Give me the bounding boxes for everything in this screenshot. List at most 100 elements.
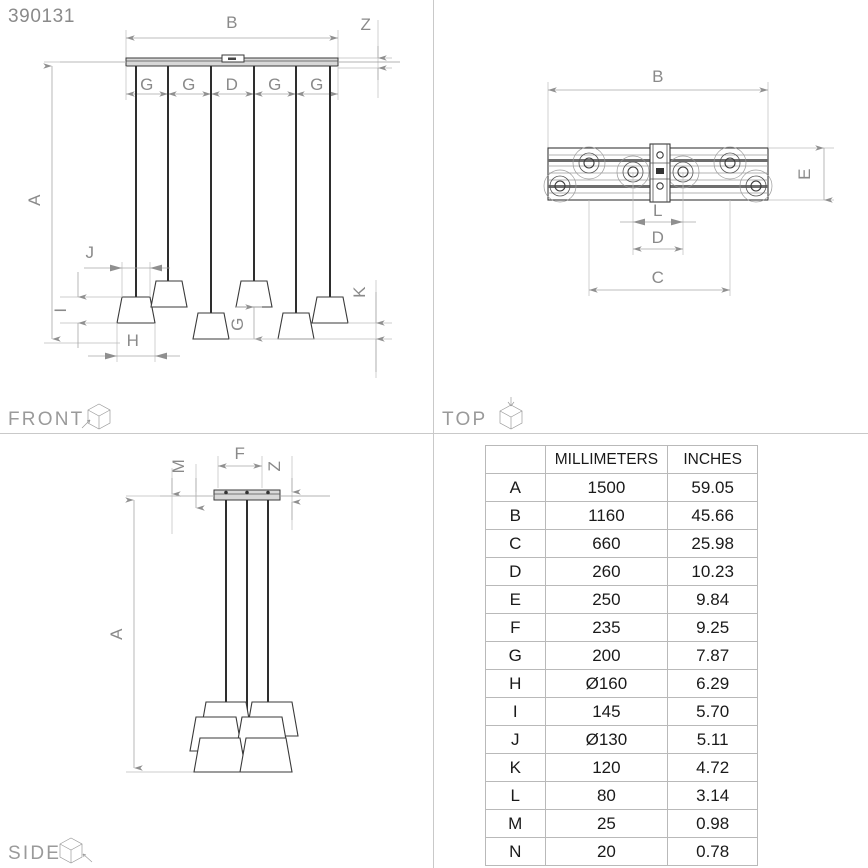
dimension-millimeters: 145 [544, 697, 669, 726]
dimension-inches: 5.70 [667, 697, 758, 726]
dimension-key: J [485, 725, 546, 754]
shade-front-left [193, 737, 247, 773]
cube-side-view-icon [59, 837, 93, 864]
front-view-label: FRONT [8, 409, 84, 430]
dimension-millimeters: 25 [544, 809, 669, 838]
dimension-key: A [485, 473, 546, 502]
front-view-panel: 390131 B Z [0, 0, 434, 434]
dimension-key: I [485, 697, 546, 726]
shade-6 [311, 296, 349, 324]
dimension-inches: 6.29 [667, 669, 758, 698]
dimension-inches: 25.98 [667, 529, 758, 558]
dimension-millimeters: 1160 [544, 501, 669, 530]
dimension-key: D [485, 557, 546, 586]
dimension-millimeters: 200 [544, 641, 669, 670]
dimension-millimeters: 660 [544, 529, 669, 558]
junction-box-top [649, 143, 671, 203]
dim-label-d-top: D [652, 228, 665, 247]
dimension-inches: 45.66 [667, 501, 758, 530]
dimension-key: K [485, 753, 546, 782]
top-view-panel: B [434, 0, 868, 434]
dim-label-g4-front: G [310, 75, 324, 94]
dimension-key: C [485, 529, 546, 558]
shade-front-right [239, 737, 293, 773]
dimension-inches: 3.14 [667, 781, 758, 810]
dimension-millimeters: 260 [544, 557, 669, 586]
dim-label-a-side: A [107, 628, 126, 640]
dimension-key: L [485, 781, 546, 810]
dim-label-m-side: M [169, 459, 188, 474]
dimension-millimeters: 120 [544, 753, 669, 782]
dimension-millimeters: 80 [544, 781, 669, 810]
table-header-row: MILLIMETERS INCHES [485, 445, 758, 474]
dimension-millimeters: 1500 [544, 473, 669, 502]
dim-label-b-front: B [226, 13, 238, 32]
dimension-millimeters: 20 [544, 837, 669, 866]
dim-label-z-front: Z [361, 15, 372, 34]
shade-1 [116, 296, 156, 324]
dimension-millimeters: Ø130 [544, 725, 669, 754]
dimension-key: M [485, 809, 546, 838]
dimension-inches: 4.72 [667, 753, 758, 782]
dimension-inches: 59.05 [667, 473, 758, 502]
dim-label-h-front: H [127, 331, 140, 350]
dimension-key: B [485, 501, 546, 530]
dimension-inches: 9.84 [667, 585, 758, 614]
shade-3 [192, 312, 230, 340]
shade-2 [150, 280, 188, 308]
pendant-cables-front [135, 66, 331, 313]
spacing-dimensions-front: G G D G G [125, 66, 339, 100]
dim-label-g5-front: G [228, 317, 247, 331]
dim-label-g2-front: G [182, 75, 196, 94]
dimension-inches: 0.98 [667, 809, 758, 838]
cube-front-view-icon [81, 403, 111, 430]
dim-label-g3-front: G [268, 75, 282, 94]
shade-5 [277, 312, 315, 340]
pendant-cables-side [225, 500, 269, 717]
part-number: 390131 [8, 6, 75, 27]
dimension-key: H [485, 669, 546, 698]
dimension-inches: 7.87 [667, 641, 758, 670]
table-header-millimeters: MILLIMETERS [544, 445, 669, 474]
ceiling-plate-side [160, 489, 330, 501]
side-view-label: SIDE [8, 843, 61, 864]
dim-label-b-top: B [652, 67, 664, 86]
dim-label-g1-front: G [140, 75, 154, 94]
cube-top-view-icon [499, 397, 523, 430]
dimension-millimeters: Ø160 [544, 669, 669, 698]
dim-label-e-top: E [795, 168, 814, 180]
shade-4 [235, 280, 273, 308]
dimension-key: E [485, 585, 546, 614]
dim-label-j-front: J [86, 243, 95, 262]
dim-label-f-side: F [235, 444, 246, 463]
dim-label-l-top: L [653, 201, 663, 220]
dimension-millimeters: 235 [544, 613, 669, 642]
dim-label-a-front: A [25, 194, 44, 206]
table-header-inches: INCHES [667, 445, 758, 474]
dimension-key: G [485, 641, 546, 670]
dimension-inches: 10.23 [667, 557, 758, 586]
top-view-label: TOP [442, 409, 487, 430]
dimension-inches: 5.11 [667, 725, 758, 754]
pendant-shades-front [116, 280, 349, 340]
dimension-inches: 0.78 [667, 837, 758, 866]
dimension-millimeters: 250 [544, 585, 669, 614]
table-header-key [485, 445, 546, 474]
dim-label-d-front: D [226, 75, 239, 94]
dimension-inches: 9.25 [667, 613, 758, 642]
